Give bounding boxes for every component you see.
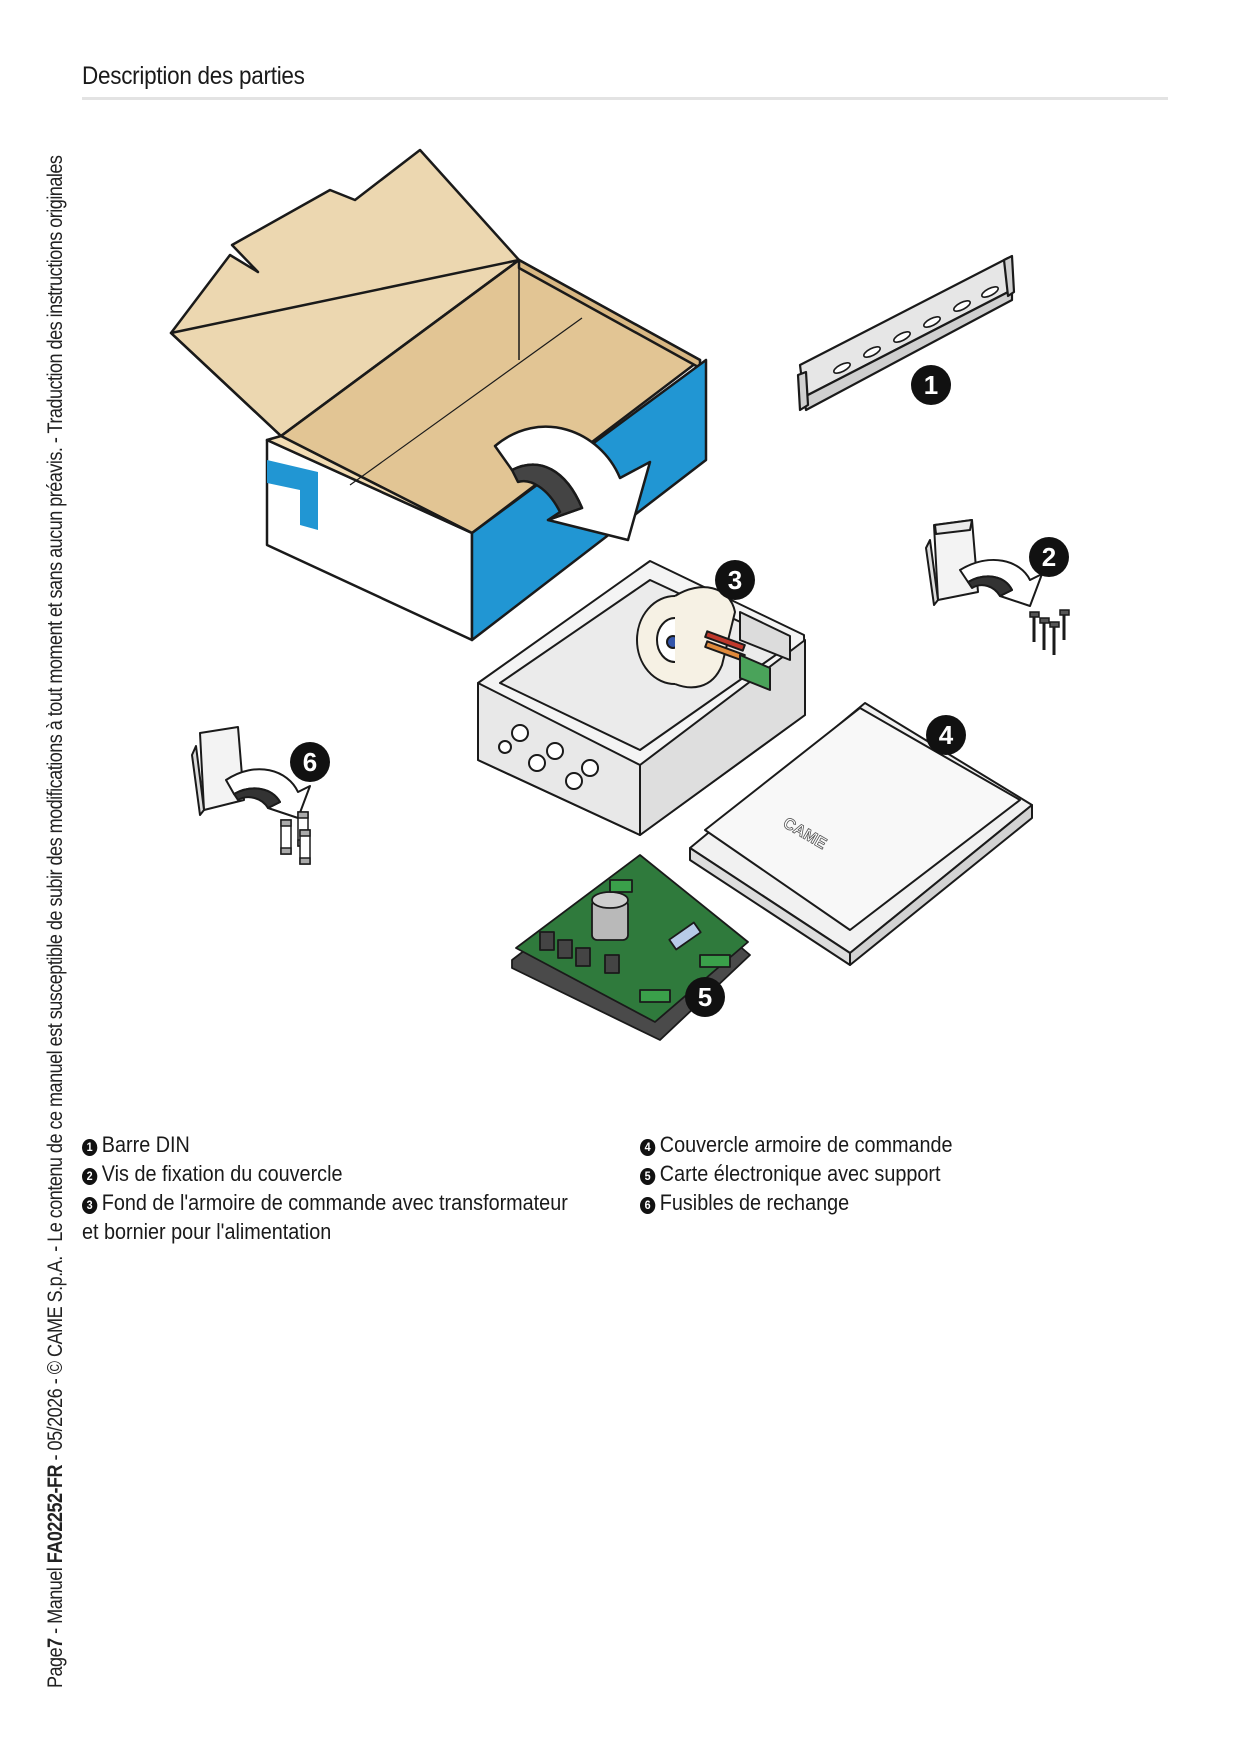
callout-1: 1 [911,365,951,405]
callout-6: 6 [290,742,330,782]
title-divider [82,97,1168,100]
number-badge: 1 [82,1139,98,1156]
spare-fuses [280,811,311,865]
page-title: Description des parties [82,62,305,90]
doc-code: FA02252-FR [44,1464,67,1564]
enclosure-base [477,560,806,836]
svg-text:5: 5 [698,982,712,1012]
unpack-arrow-icon [493,425,652,542]
svg-text:6: 6 [303,747,317,777]
packaging-box [169,148,708,642]
number-badge: 5 [640,1168,656,1185]
number-badge: 3 [82,1197,98,1214]
svg-text:1: 1 [924,370,938,400]
screws-bag [925,519,1043,607]
fuses-bag [191,726,311,819]
side-margin: Page7 - Manuel FA02252-FR - 05/2026 - © … [0,0,80,1754]
screws [1029,609,1070,655]
callout-3: 3 [715,560,755,600]
enclosure-cover: CAME [689,702,1033,966]
section-header: Description des parties [82,62,1168,100]
callout-4: 4 [926,715,966,755]
number-badge: 2 [82,1168,98,1185]
callout-2: 2 [1029,537,1069,577]
number-badge: 6 [640,1197,656,1214]
parts-illustration: CAME 1 2 3 [169,148,1070,1041]
page-number: 7 [44,1638,67,1648]
side-margin-text: Page7 - Manuel FA02252-FR - 05/2026 - © … [44,155,67,1688]
number-badge: 4 [640,1139,656,1156]
svg-text:2: 2 [1042,542,1056,572]
svg-text:3: 3 [728,565,742,595]
callout-5: 5 [685,977,725,1017]
din-rail [796,254,1016,412]
svg-text:4: 4 [939,720,954,750]
